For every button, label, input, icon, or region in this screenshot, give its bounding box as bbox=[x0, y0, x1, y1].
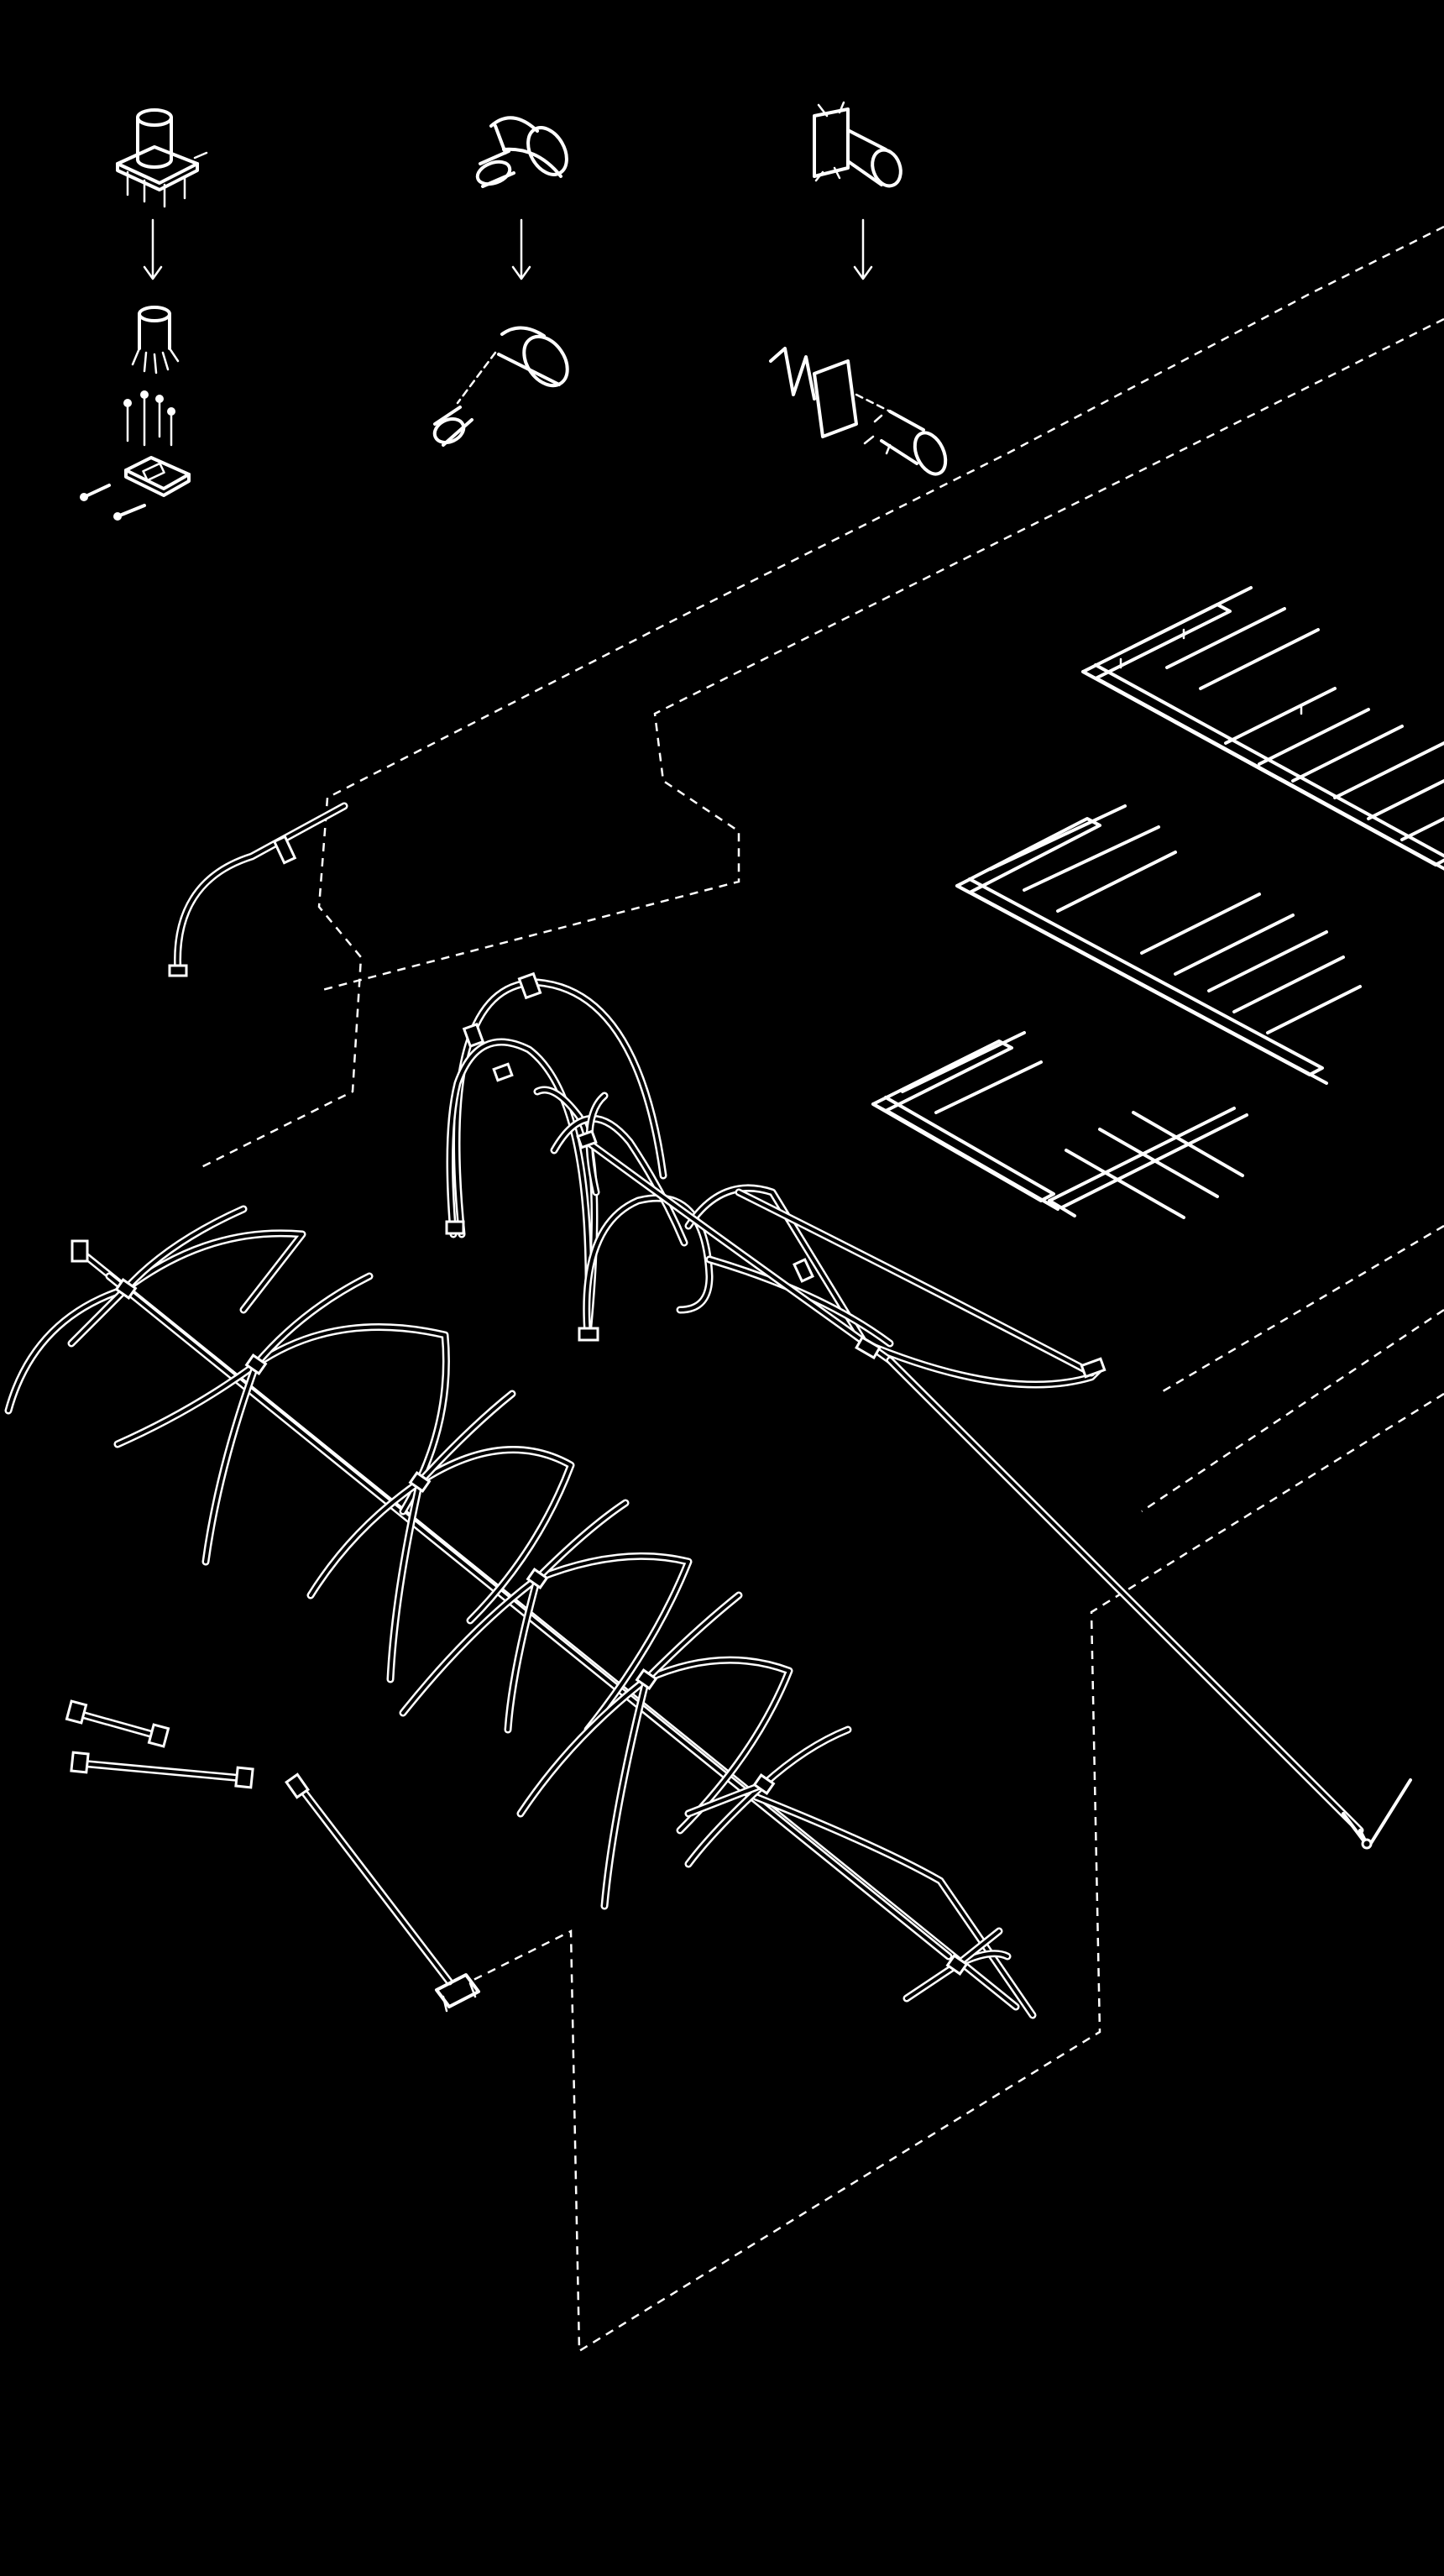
floor-frame-middle bbox=[955, 804, 1362, 1085]
rib-1-0-core bbox=[254, 1325, 448, 1513]
rib-0-0-core bbox=[124, 1231, 304, 1312]
joint-detail-base-plate bbox=[80, 108, 208, 521]
rib-2-2-core bbox=[418, 1392, 514, 1484]
rib-joint-3 bbox=[526, 1568, 549, 1589]
rib-3-1-core bbox=[401, 1577, 539, 1715]
single-arch bbox=[168, 802, 348, 977]
rib-joint-0 bbox=[114, 1278, 138, 1300]
rib-4-1-core bbox=[519, 1678, 648, 1815]
rib-joint-4 bbox=[635, 1668, 658, 1690]
rib-3-3-core bbox=[506, 1577, 539, 1731]
rib-0-3-core bbox=[70, 1287, 128, 1345]
rib-0-1-core bbox=[7, 1287, 128, 1412]
rib-5-2-core bbox=[687, 1783, 766, 1815]
loose-struts bbox=[65, 1699, 254, 1789]
rib-joint-2 bbox=[408, 1471, 432, 1493]
rib-2-3-core bbox=[389, 1480, 421, 1681]
base-plate-assembled bbox=[116, 108, 208, 208]
arch-cluster bbox=[445, 971, 1107, 1389]
arrow-down-icon bbox=[511, 218, 531, 280]
spine-tail-core bbox=[754, 1795, 1034, 2017]
rib-3-2-core bbox=[536, 1501, 627, 1580]
rib-1-1-core bbox=[116, 1363, 258, 1446]
floor-frame-lower bbox=[871, 1031, 1248, 1219]
floor-frame-upper bbox=[1081, 586, 1444, 871]
rib-4-2-core bbox=[645, 1594, 740, 1681]
diagonal-tie-rod bbox=[285, 1772, 480, 2013]
flange-exploded bbox=[769, 347, 948, 476]
tee-exploded bbox=[432, 326, 569, 447]
rib-5-0 bbox=[760, 1725, 852, 1788]
rib-1-2-core bbox=[254, 1275, 371, 1366]
flange-assembled bbox=[813, 101, 902, 188]
rib-2-0-core bbox=[418, 1448, 573, 1622]
arrow-down-icon bbox=[853, 218, 873, 280]
rib-3-0-core bbox=[536, 1554, 690, 1731]
tee-assembled bbox=[475, 116, 568, 188]
rib-6-1-core bbox=[905, 1963, 959, 2000]
rib-0-2-core bbox=[124, 1207, 245, 1291]
rib-joint-6 bbox=[945, 1954, 969, 1976]
joint-detail-tee bbox=[432, 116, 569, 447]
rib-joint-5 bbox=[752, 1773, 776, 1795]
arrow-down-icon bbox=[143, 218, 163, 280]
rib-5-0-core bbox=[762, 1728, 850, 1786]
spine-end-cap bbox=[71, 1239, 89, 1263]
base-plate-exploded bbox=[80, 306, 191, 521]
joint-detail-flange bbox=[769, 101, 948, 476]
long-tension-cable bbox=[886, 1356, 1412, 1850]
rib-1-3-core bbox=[204, 1363, 258, 1563]
rib-5-1-core bbox=[687, 1783, 766, 1866]
rib-4-0-core bbox=[645, 1658, 791, 1832]
rib-joint-1 bbox=[244, 1353, 268, 1375]
rib-spine-assembly bbox=[4, 1205, 1037, 2019]
rib-4-3-core bbox=[603, 1678, 648, 1908]
rib-6-2-core bbox=[955, 1929, 1001, 1966]
dashed-boundary-outline bbox=[201, 225, 1444, 2353]
rib-2-1-core bbox=[309, 1480, 421, 1597]
